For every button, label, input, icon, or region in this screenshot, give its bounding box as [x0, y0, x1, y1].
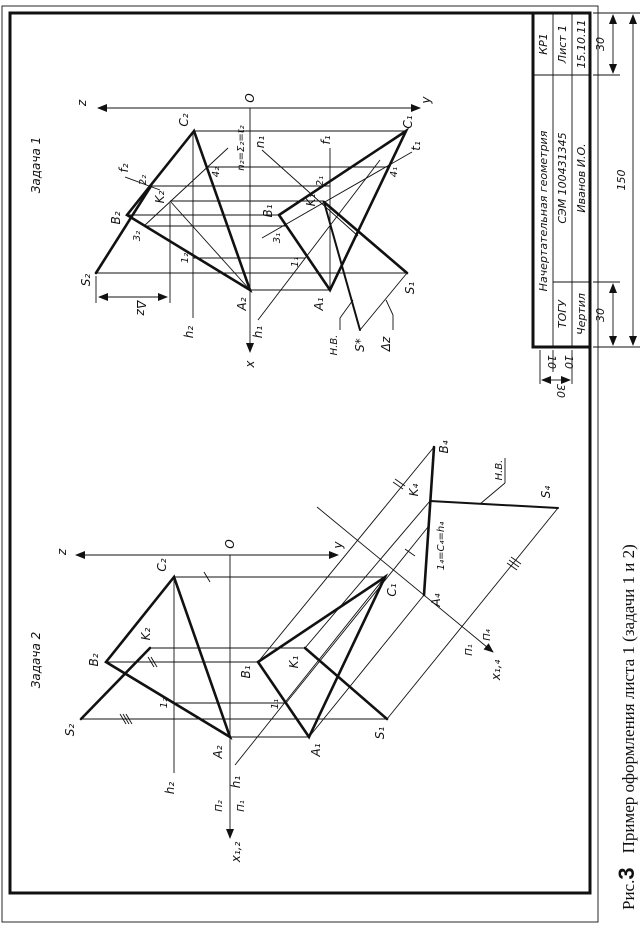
- point-1-2: 1₂: [180, 253, 191, 263]
- t2-point-1-1: 1₁: [270, 699, 281, 709]
- task2-pi4-label: П₄: [482, 629, 493, 641]
- tb-org: ТОГУ: [556, 299, 569, 329]
- delta-z-left-label: Δz: [134, 300, 148, 316]
- t2-point-C1: C₁: [385, 583, 399, 596]
- t2-point-1-2: 1₂: [159, 698, 170, 708]
- dim-row1: 10: [545, 355, 558, 369]
- caption-number: 3: [614, 867, 639, 879]
- point-4-2: 4₂: [211, 167, 222, 177]
- title-block: КР1 Начертательная геометрия Лист 1 СЭМ …: [531, 11, 592, 349]
- t2-point-K1: K₁: [287, 655, 301, 668]
- t2-point-A4: A₄: [429, 593, 443, 607]
- tb-date: 15.10.11: [575, 20, 588, 69]
- t2-point-A2: A₂: [211, 745, 225, 759]
- line-t1-label: t₁: [409, 141, 423, 151]
- task2-pi2-label: П₂: [214, 800, 225, 812]
- t2-point-K2: K₂: [139, 627, 153, 640]
- t2-point-S4: S₄: [539, 486, 553, 499]
- task2-z-label: z: [55, 548, 69, 556]
- tb-subject: Начертательная геометрия: [537, 130, 550, 291]
- point-A2: A₂: [235, 297, 249, 311]
- caption-text: Пример оформления листа 1 (задачи 1 и 2): [619, 544, 638, 853]
- task1-z-label: z: [75, 99, 89, 107]
- caption-prefix: Рис.: [619, 880, 638, 910]
- tb-author: Иванов И.О.: [575, 143, 588, 212]
- task2-pi1b-label: П₁: [464, 644, 475, 656]
- t2-true-size-label: Н.В.: [494, 460, 505, 481]
- t2-point-B1: B₁: [239, 665, 253, 678]
- dim-bottom: 30: [594, 308, 607, 322]
- tb-code: КР1: [537, 33, 550, 54]
- point-C2: C₂: [177, 113, 191, 126]
- t2-point-1-4: 1₄=C₄=h₄: [436, 522, 447, 570]
- t2-line-h2-label: h₂: [163, 782, 177, 795]
- task2-x14-axis: [316, 506, 494, 653]
- task1-object-lines: [94, 127, 410, 331]
- task2-x14-label: x₁,₄: [489, 660, 503, 682]
- task1-title: Задача 1: [29, 137, 43, 194]
- point-A1: A₁: [312, 297, 326, 311]
- point-1-1: 1₁: [290, 257, 301, 267]
- t2-point-S2: S₂: [63, 724, 77, 737]
- task1-y-label: y: [419, 96, 433, 105]
- delta-z-right-label: Δz: [379, 336, 393, 352]
- t2-point-S1: S₁: [373, 727, 387, 740]
- inner-frame: [8, 11, 592, 895]
- title-block-dimensions: 30 150 30 10 10 30: [539, 12, 640, 398]
- point-B1: B₁: [261, 204, 275, 217]
- caption-line: Рис.3 Пример оформления листа 1 (задачи 1…: [614, 544, 639, 910]
- task2-origin-label: O: [223, 539, 237, 548]
- task1-labels: z y O x C₂ B₂ S₂ A₂ K₂ 2₂ 3₂ 1₂ 4₂ h₂ f₂…: [75, 93, 433, 368]
- point-K1: K₁: [304, 193, 318, 206]
- outer-frame: [1, 5, 599, 923]
- task2-labels: z y O П₂ П₁ x₁,₂ П₁ П₄ x₁,₄ C₂ B₂ K₂ S₂ …: [55, 440, 553, 863]
- t2-point-B2: B₂: [87, 653, 101, 666]
- point-2-1: 2₁: [315, 176, 326, 186]
- task2-x12-label: x₁,₂: [229, 842, 243, 864]
- dim-row2: 10: [562, 355, 575, 369]
- point-2-2: 2₂: [138, 175, 149, 185]
- figure-caption: Рис.3 Пример оформления листа 1 (задачи 1…: [614, 544, 639, 910]
- task2-drawing: Задача 2: [29, 440, 559, 863]
- line-h1-label: h₁: [251, 326, 265, 339]
- t2-point-A1: A₁: [309, 743, 323, 757]
- dim-total: 150: [615, 170, 628, 191]
- point-4-1: 4₁: [389, 167, 400, 177]
- task2-projection-lines: [81, 446, 559, 773]
- task1-x-label: x: [243, 360, 257, 369]
- t2-point-K4: K₄: [407, 483, 421, 496]
- point-S1: S₁: [403, 282, 417, 295]
- task2-object-lines: [79, 445, 559, 740]
- line-f2-label: f₂: [117, 163, 131, 172]
- tb-role: Чертил: [575, 293, 588, 335]
- point-C1: C₁: [401, 115, 415, 128]
- task2-pi1-label: П₁: [236, 800, 247, 812]
- t2-point-B4: B₄: [437, 440, 451, 453]
- line-f1-label: f₁: [319, 135, 333, 144]
- point-K2: K₂: [153, 190, 167, 203]
- dim-top: 30: [594, 37, 607, 51]
- point-S-star: S*: [353, 338, 367, 352]
- point-S2: S₂: [79, 274, 93, 287]
- task1-drawing: Задача 1: [29, 93, 433, 368]
- task2-y-label: y: [331, 541, 345, 550]
- line-n2-label: n₂=Σ₂=t₂: [236, 125, 247, 170]
- line-n1-label: n₁: [253, 136, 267, 149]
- dim-height: 30: [554, 384, 567, 398]
- task2-title: Задача 2: [29, 632, 43, 689]
- task1-origin-label: O: [243, 93, 257, 102]
- point-3-1: 3₁: [272, 233, 283, 243]
- point-B2: B₂: [109, 211, 123, 224]
- point-3-2: 3₂: [132, 231, 143, 241]
- tb-doc-number: СЭМ 100431345: [556, 132, 569, 223]
- true-size-label: Н.В.: [329, 335, 340, 356]
- line-h2-label: h₂: [182, 326, 196, 339]
- t2-line-h1-label: h₁: [229, 776, 243, 789]
- t2-point-C2: C₂: [155, 558, 169, 571]
- tb-sheet: Лист 1: [556, 25, 569, 64]
